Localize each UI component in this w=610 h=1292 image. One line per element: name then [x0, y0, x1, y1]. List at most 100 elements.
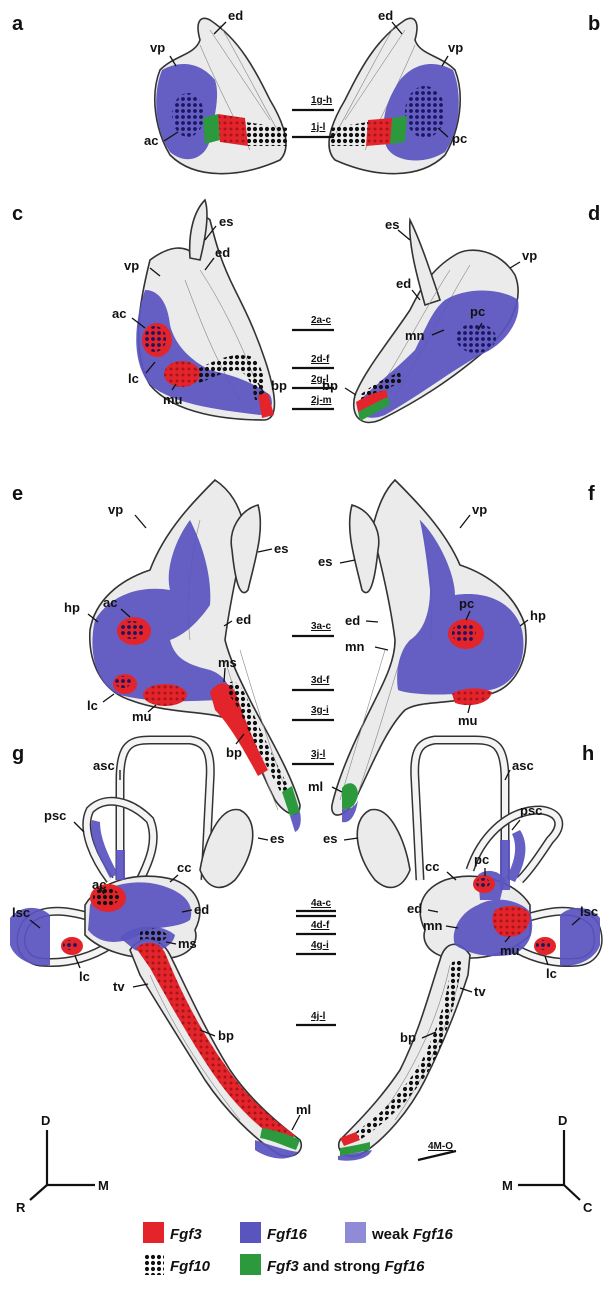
axis-left-medial: M [98, 1178, 109, 1193]
label-c-ac: ac [112, 306, 126, 321]
label-g-bp: bp [218, 1028, 234, 1043]
section-2j-m: 2j-m [311, 395, 332, 406]
legend-swatch-fgf10 [143, 1254, 164, 1275]
orientation-axes-right: D M C [502, 1113, 593, 1215]
label-h-bp: bp [400, 1030, 416, 1045]
panel-f: f vp es ed pc hp mn mu ml [308, 480, 595, 822]
es-h [357, 810, 410, 888]
label-h-mn: mn [423, 918, 443, 933]
legend-label-fgf3: Fgf3 [170, 1226, 202, 1243]
panel-letter-b: b [588, 13, 600, 35]
legend-green-gene2: Fgf16 [385, 1258, 426, 1275]
label-e-ed: ed [236, 612, 251, 627]
panel-h: h asc psc es cc pc ed [323, 740, 600, 1161]
section-1g-h: 1g-h [311, 95, 332, 106]
fgf10-dots-lc-h [536, 940, 550, 950]
label-e-lc: lc [87, 698, 98, 713]
section-2d-f: 2d-f [311, 354, 330, 365]
panel-c: c es ed vp ac lc mu bp [12, 200, 287, 420]
label-h-asc: asc [512, 758, 534, 773]
fgf10-dots-pc-d [456, 323, 496, 353]
label-a-ed: ed [228, 8, 243, 23]
panel-e: e vp es hp ac ed ms lc mu bp [12, 480, 301, 832]
label-e-mu: mu [132, 709, 152, 724]
label-f-vp: vp [472, 502, 487, 517]
label-e-vp: vp [108, 502, 123, 517]
section-2a-c: 2a-c [311, 315, 331, 326]
section-3j-l: 3j-l [311, 749, 326, 760]
label-b-ed: ed [378, 8, 393, 23]
label-d-es: es [385, 217, 399, 232]
axis-left-rostral: R [16, 1200, 26, 1215]
orientation-axes-left: D M R [16, 1113, 109, 1215]
panel-d: d es vp ed pc mn bp [322, 203, 600, 422]
section-3g-i: 3g-i [311, 705, 329, 716]
label-h-psc: psc [520, 803, 542, 818]
section-3d-f: 3d-f [311, 675, 330, 686]
fgf10-dots-ac-e [120, 621, 144, 639]
label-a-vp: vp [150, 40, 165, 55]
section-3a-c: 3a-c [311, 621, 331, 632]
label-g-ed: ed [194, 902, 209, 917]
panel-letter-a: a [12, 13, 24, 35]
fgf10-dots-ac-c [144, 326, 166, 352]
legend-green-gene1: Fgf3 [267, 1258, 299, 1275]
fgf3-fgf16-green-a [203, 114, 220, 144]
panel-letter-d: d [588, 203, 600, 225]
label-h-ed: ed [407, 901, 422, 916]
legend-swatch-fgf16 [240, 1222, 261, 1243]
section-4g-i: 4g-i [311, 940, 329, 951]
fgf10-dots-lc-e [115, 676, 131, 688]
fgf10-dots-lc-g [63, 940, 77, 950]
label-g-ac: ac [92, 877, 106, 892]
label-f-hp: hp [530, 608, 546, 623]
label-h-pc: pc [474, 852, 489, 867]
section-4d-f: 4d-f [311, 920, 330, 931]
label-b-vp: vp [448, 40, 463, 55]
label-c-mu: mu [163, 392, 183, 407]
label-d-pc: pc [470, 304, 485, 319]
section-4j-l: 4j-l [311, 1011, 326, 1022]
fgf3-mu-e [143, 684, 187, 706]
fgf10-dots-pc-b [405, 86, 445, 138]
fgf10-dots-pc-f [452, 623, 476, 643]
label-g-cc: cc [177, 860, 191, 875]
fgf3-stripe-b [366, 118, 392, 146]
label-f-ed: ed [345, 613, 360, 628]
fgf10-dots-ac-a [172, 93, 204, 137]
label-h-es: es [323, 831, 337, 846]
fgf16-asc-base-h [500, 840, 510, 890]
legend-green-mid: and strong [299, 1258, 385, 1275]
fgf16-asc-base-g [116, 850, 125, 880]
panel-a: a ed vp ac [12, 8, 288, 174]
label-f-ml: ml [308, 779, 323, 794]
label-h-mu: mu [500, 943, 520, 958]
label-g-asc: asc [93, 758, 115, 773]
label-h-tv: tv [474, 984, 486, 999]
legend-label-fgf10: Fgf10 [170, 1258, 211, 1275]
panel-b: b ed vp pc [329, 8, 600, 174]
label-d-vp: vp [522, 248, 537, 263]
legend-weak-gene: Fgf16 [413, 1226, 454, 1243]
label-e-es: es [274, 541, 288, 556]
fgf10-dots-pc-h [476, 878, 490, 888]
legend-label-fgf3-strong-fgf16: Fgf3 and strong Fgf16 [267, 1258, 425, 1275]
panel-g: g asc psc es cc lsc ac [10, 740, 311, 1159]
label-e-hp: hp [64, 600, 80, 615]
fgf3-mu-c [164, 361, 200, 387]
panel-letter-h: h [582, 743, 594, 765]
section-markers-cd: 2a-c 2d-f 2g-l 2j-m [292, 315, 334, 409]
label-h-lc: lc [546, 966, 557, 981]
legend-weak-prefix: weak [371, 1226, 413, 1243]
label-f-mu: mu [458, 713, 478, 728]
label-e-ms: ms [218, 655, 237, 670]
label-c-ed: ed [215, 245, 230, 260]
fgf3-fgf16-green-b [390, 116, 407, 144]
label-g-psc: psc [44, 808, 66, 823]
section-4a-c: 4a-c [311, 898, 331, 909]
axis-left-dorsal: D [41, 1113, 50, 1128]
label-e-ac: ac [103, 595, 117, 610]
label-g-es: es [270, 831, 284, 846]
panel-letter-g: g [12, 743, 24, 765]
label-f-mn: mn [345, 639, 365, 654]
